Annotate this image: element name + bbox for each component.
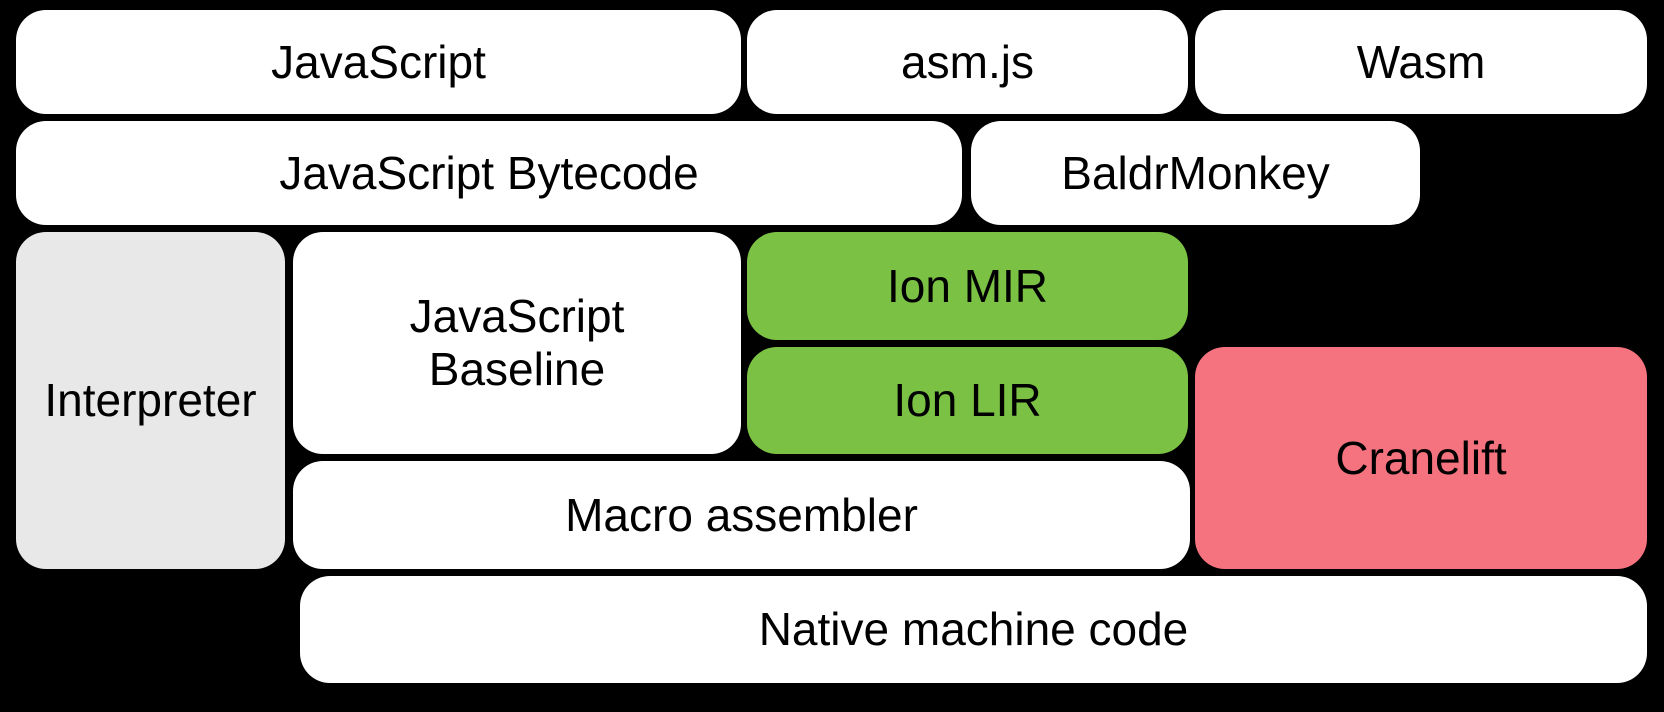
box-cranelift: Cranelift — [1195, 347, 1647, 569]
box-javascript-bytecode: JavaScript Bytecode — [16, 121, 962, 225]
box-ion-lir: Ion LIR — [747, 347, 1188, 454]
box-javascript-label: JavaScript — [271, 35, 486, 88]
box-javascript-bytecode-label: JavaScript Bytecode — [279, 146, 699, 199]
box-javascript: JavaScript — [16, 10, 741, 114]
box-ion-lir-label: Ion LIR — [893, 374, 1042, 427]
box-ion-mir: Ion MIR — [747, 232, 1188, 340]
box-wasm: Wasm — [1195, 10, 1647, 114]
box-macro-assembler: Macro assembler — [293, 461, 1190, 569]
box-baldrmonkey: BaldrMonkey — [971, 121, 1420, 225]
box-cranelift-label: Cranelift — [1335, 431, 1507, 484]
box-javascript-baseline-label: JavaScript Baseline — [409, 290, 625, 395]
box-native-machine-code: Native machine code — [300, 576, 1647, 683]
box-interpreter: Interpreter — [16, 232, 285, 569]
box-javascript-baseline: JavaScript Baseline — [293, 232, 741, 454]
box-interpreter-label: Interpreter — [44, 374, 257, 427]
box-baldrmonkey-label: BaldrMonkey — [1061, 146, 1330, 199]
box-asmjs: asm.js — [747, 10, 1188, 114]
box-macro-assembler-label: Macro assembler — [565, 488, 918, 541]
box-asmjs-label: asm.js — [901, 35, 1034, 88]
box-wasm-label: Wasm — [1356, 35, 1486, 88]
box-native-machine-code-label: Native machine code — [758, 603, 1189, 656]
box-ion-mir-label: Ion MIR — [886, 259, 1049, 312]
